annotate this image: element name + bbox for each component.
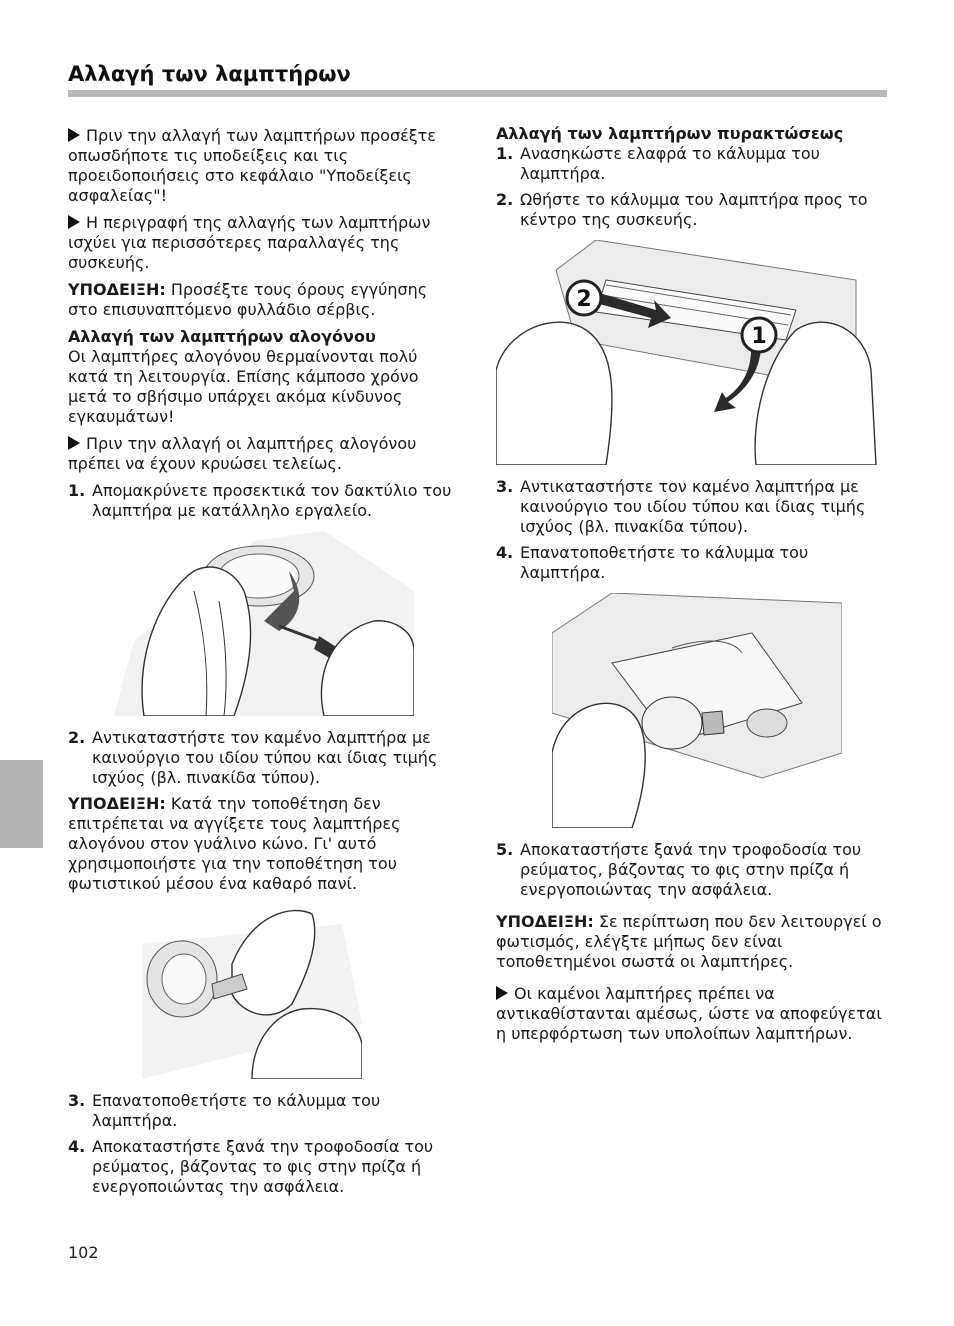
triangle-icon bbox=[496, 986, 508, 1000]
note-label: ΥΠΟΔΕΙΞΗ: bbox=[68, 280, 166, 299]
figure-label-2: 2 bbox=[576, 287, 591, 312]
figure-label-1: 1 bbox=[751, 324, 766, 349]
variant-note: Η περιγραφή της αλλαγής των λαμπτήρων ισ… bbox=[68, 213, 431, 272]
step-item: 4. Επανατοποθετήστε το κάλυμμα του λαμπτ… bbox=[496, 543, 809, 582]
warranty-note: ΥΠΟΔΕΙΞΗ: Προσέξτε τους όρους εγγύησης σ… bbox=[68, 280, 428, 319]
title-rule bbox=[68, 90, 887, 97]
halogen-cloth-illustration bbox=[142, 909, 362, 1079]
lighting-note: ΥΠΟΔΕΙΞΗ: Σε περίπτωση που δεν λειτουργε… bbox=[496, 912, 882, 971]
halogen-warning: Πριν την αλλαγή οι λαμπτήρες αλογόνου πρ… bbox=[68, 434, 417, 473]
triangle-icon bbox=[68, 128, 80, 142]
left-column: Πριν την αλλαγή των λαμπτήρων προσέξτε ο… bbox=[68, 126, 453, 1203]
note-label: ΥΠΟΔΕΙΞΗ: bbox=[68, 794, 166, 813]
triangle-icon bbox=[68, 436, 80, 450]
step-item: 1. Απομακρύνετε προσεκτικά τον δακτύλιο … bbox=[68, 481, 452, 520]
incandescent-heading: Αλλαγή των λαμπτήρων πυρακτώσεως bbox=[496, 124, 844, 143]
right-column: Αλλαγή των λαμπτήρων πυρακτώσεως 1. Ανασ… bbox=[496, 124, 888, 1051]
halogen-heading: Αλλαγή των λαμπτήρων αλογόνου bbox=[68, 327, 376, 346]
step-item: 1. Ανασηκώστε ελαφρά το κάλυμμα του λαμπ… bbox=[496, 144, 820, 183]
page-title: Αλλαγή των λαμπτήρων bbox=[68, 62, 351, 86]
glass-note: ΥΠΟΔΕΙΞΗ: Κατά την τοποθέτηση δεν επιτρέ… bbox=[68, 794, 401, 893]
cover-removal-illustration: 2 1 bbox=[496, 240, 877, 465]
final-warning: Οι καμένοι λαμπτήρες πρέπει να αντικαθίσ… bbox=[496, 984, 882, 1043]
step-item: 5. Αποκαταστήστε ξανά την τροφοδοσία του… bbox=[496, 840, 862, 899]
step-item: 2. Αντικαταστήστε τον καμένο λαμπτήρα με… bbox=[68, 728, 438, 787]
intro-warning: Πριν την αλλαγή των λαμπτήρων προσέξτε ο… bbox=[68, 126, 436, 205]
halogen-ring-illustration bbox=[114, 531, 414, 716]
step-item: 4. Αποκαταστήστε ξανά την τροφοδοσία του… bbox=[68, 1137, 434, 1196]
side-tab-marker bbox=[0, 760, 43, 848]
halogen-intro: Οι λαμπτήρες αλογόνου θερμαίνονται πολύ … bbox=[68, 347, 419, 426]
triangle-icon bbox=[68, 215, 80, 229]
step-item: 2. Ωθήστε το κάλυμμα του λαμπτήρα προς τ… bbox=[496, 190, 868, 229]
step-item: 3. Επανατοποθετήστε το κάλυμμα του λαμπτ… bbox=[68, 1091, 381, 1130]
page-number: 102 bbox=[68, 1243, 99, 1262]
bulb-replacement-illustration bbox=[552, 593, 842, 828]
note-label: ΥΠΟΔΕΙΞΗ: bbox=[496, 912, 594, 931]
step-item: 3. Αντικαταστήστε τον καμένο λαμπτήρα με… bbox=[496, 477, 866, 536]
